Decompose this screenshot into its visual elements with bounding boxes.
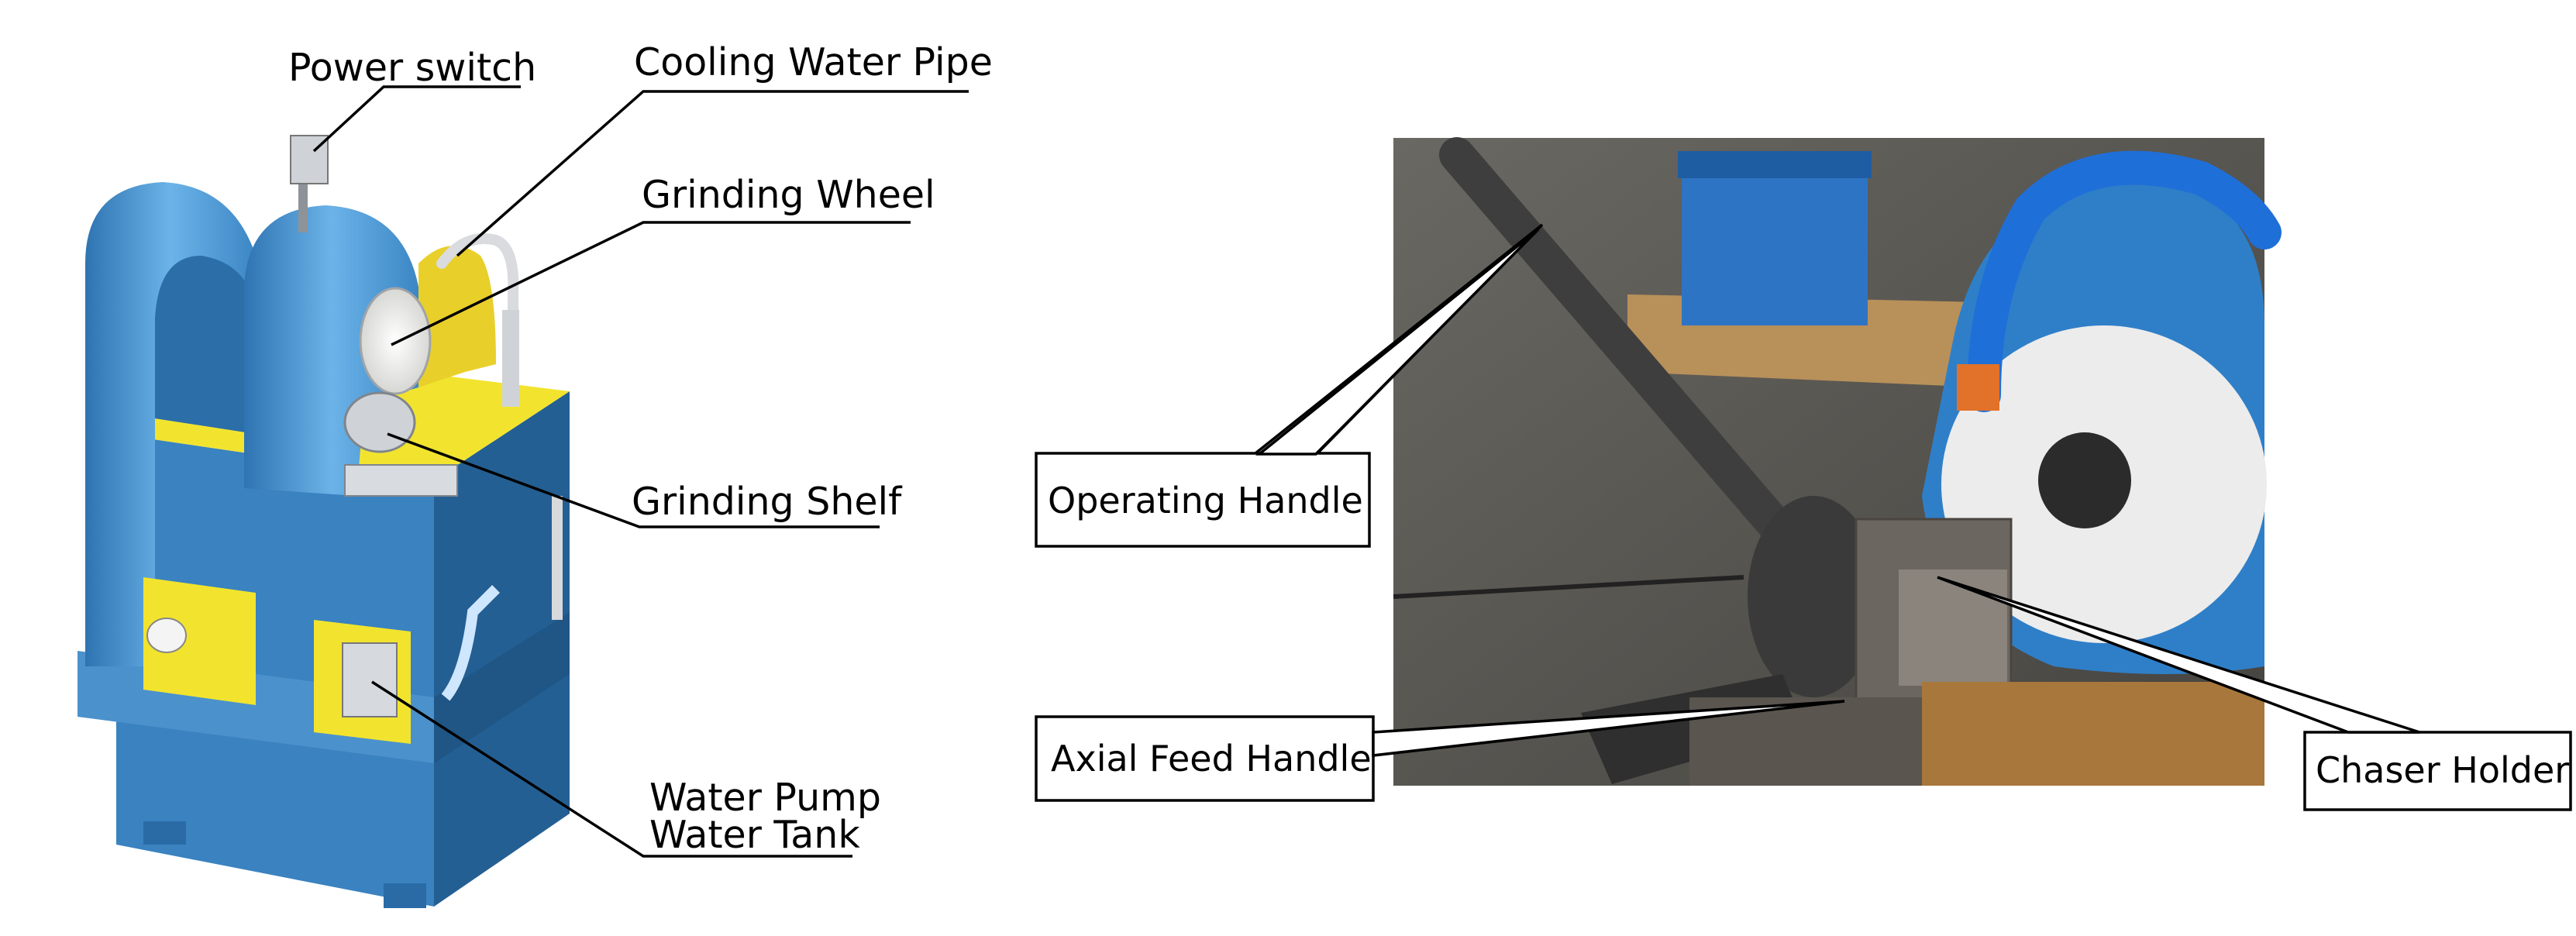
background-blue-box-top [1678,151,1872,178]
orange-bench [1922,682,2264,786]
leader-water-pump [371,680,852,858]
label-water-tank: Water Tank [649,813,860,857]
label-chaser-holder: Chaser Holder [2316,749,2569,791]
wheel-center [2038,432,2131,528]
grinding-shelf-arm [344,464,458,497]
water-pump [342,642,398,717]
coolant-rod [502,310,519,407]
callout-axial-feed-handle [1035,715,1375,802]
cooling-water-pipe [436,233,519,331]
label-power-switch: Power switch [288,46,536,90]
handle-hub [1748,496,1879,697]
label-cooling-water-pipe: Cooling Water Pipe [634,40,993,84]
hose-nozzle [1957,364,1999,411]
callout-chaser-holder [2303,731,2572,811]
machine-foot [384,883,426,908]
callout-operating-handle [1035,452,1371,548]
machine-foot [143,821,186,845]
leader-grinding-shelf [387,432,880,528]
label-operating-handle: Operating Handle [1048,480,1363,521]
machine-diagram: Power switch Cooling Water Pipe Grinding… [77,40,993,908]
switch-post [298,170,308,232]
leader-grinding-wheel [391,221,911,346]
label-grinding-wheel: Grinding Wheel [642,173,935,217]
label-water-pump: Water Pump [649,776,881,820]
label-axial-feed-handle: Axial Feed Handle [1051,738,1372,779]
machine-body-front [116,434,434,907]
right-wheel-guard [244,205,418,496]
rear-guard [418,246,496,387]
chaser-block [1899,570,2007,686]
coolant-hose [1967,150,2282,412]
leader-cooling-water-pipe [456,90,969,257]
grinding-wheel [359,287,432,395]
pointer-chaser-holder-fill [1937,576,2420,734]
body-window-left [143,577,256,705]
window-cylinder [146,618,187,653]
label-grinding-shelf: Grinding Shelf [632,480,903,524]
body-ledge-side [434,612,570,763]
grinding-shelf-disc [343,391,416,453]
machine-body-side [434,391,570,907]
background-blue-box [1682,155,1868,325]
floor-cable [1393,575,1744,599]
leader-power-switch [312,85,521,153]
water-hose [441,585,500,701]
machine-photo: Operating Handle Axial Feed Handle Chase… [1035,137,2572,811]
pointer-axial-feed-handle-fill [1372,700,1845,757]
pointer-operating-handle-fill [1255,228,1540,456]
left-guard-inner [155,256,256,434]
tank-edge [552,496,563,620]
photo-operating-handle [1439,137,1808,560]
